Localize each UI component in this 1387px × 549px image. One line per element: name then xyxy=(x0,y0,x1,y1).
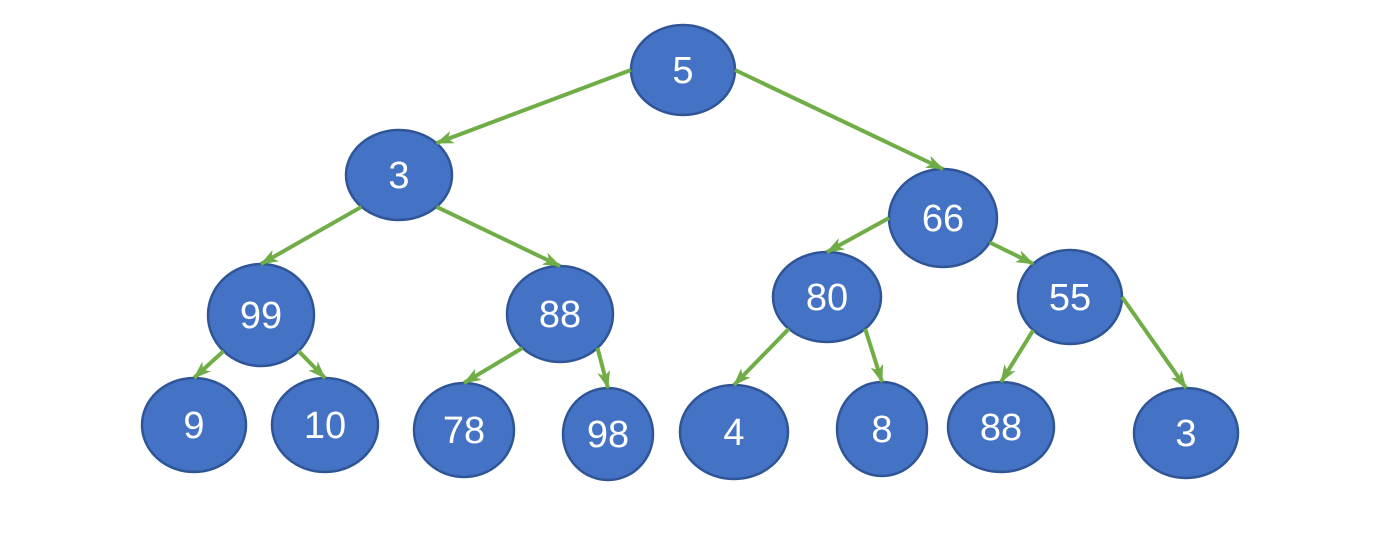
tree-node-n88a[interactable]: 88 xyxy=(505,264,615,364)
tree-node-label: 66 xyxy=(922,198,964,240)
tree-node-label: 98 xyxy=(587,414,629,456)
tree-edge-n88a-n78 xyxy=(462,346,524,385)
tree-node-n10[interactable]: 10 xyxy=(270,376,380,474)
tree-node-n66[interactable]: 66 xyxy=(887,167,999,269)
tree-node-n9[interactable]: 9 xyxy=(140,376,248,474)
tree-node-label: 5 xyxy=(672,50,693,92)
tree-node-label: 55 xyxy=(1049,277,1091,319)
tree-edge-n66-n80 xyxy=(826,216,890,254)
tree-node-n55[interactable]: 55 xyxy=(1016,248,1124,346)
tree-node-label: 80 xyxy=(806,277,848,319)
tree-node-circle[interactable] xyxy=(344,128,454,222)
tree-node-label: 3 xyxy=(1175,413,1196,455)
tree-node-n4[interactable]: 4 xyxy=(678,383,790,481)
tree-node-label: 9 xyxy=(183,405,204,447)
tree-node-n8[interactable]: 8 xyxy=(835,380,929,478)
tree-edge-n99-n9 xyxy=(192,349,225,380)
tree-edge-n55-n3b xyxy=(1120,295,1188,390)
tree-node-n88b[interactable]: 88 xyxy=(946,380,1056,474)
tree-edge-n66-n55 xyxy=(988,240,1035,266)
tree-edge-n80-n4 xyxy=(732,327,791,387)
tree-node-n98[interactable]: 98 xyxy=(561,386,655,482)
tree-node-n78[interactable]: 78 xyxy=(412,381,516,479)
tree-edge-n55-n88b xyxy=(999,329,1035,384)
tree-node-n3[interactable]: 3 xyxy=(344,128,454,222)
tree-edge-n5-n66 xyxy=(734,68,944,171)
tree-node-n99[interactable]: 99 xyxy=(206,262,316,368)
tree-edge-n80-n8 xyxy=(863,328,884,383)
tree-node-label: 8 xyxy=(871,409,892,451)
tree-edge-n3-n88a xyxy=(435,205,561,268)
tree-node-label: 88 xyxy=(539,294,581,336)
tree-edge-n5-n3 xyxy=(435,68,632,146)
tree-edge-n99-n10 xyxy=(297,349,327,380)
tree-node-label: 78 xyxy=(443,410,485,452)
tree-edge-n88a-n98 xyxy=(595,347,610,389)
tree-node-n3b[interactable]: 3 xyxy=(1132,386,1240,480)
tree-node-n80[interactable]: 80 xyxy=(771,250,883,344)
tree-node-label: 3 xyxy=(388,155,409,197)
tree-edge-n3-n99 xyxy=(260,205,363,266)
tree-node-label: 10 xyxy=(304,405,346,447)
tree-node-n5[interactable]: 5 xyxy=(629,23,737,117)
tree-node-label: 99 xyxy=(240,295,282,337)
tree-edges-layer xyxy=(192,68,1188,390)
tree-node-label: 88 xyxy=(980,407,1022,449)
tree-node-label: 4 xyxy=(723,412,744,454)
